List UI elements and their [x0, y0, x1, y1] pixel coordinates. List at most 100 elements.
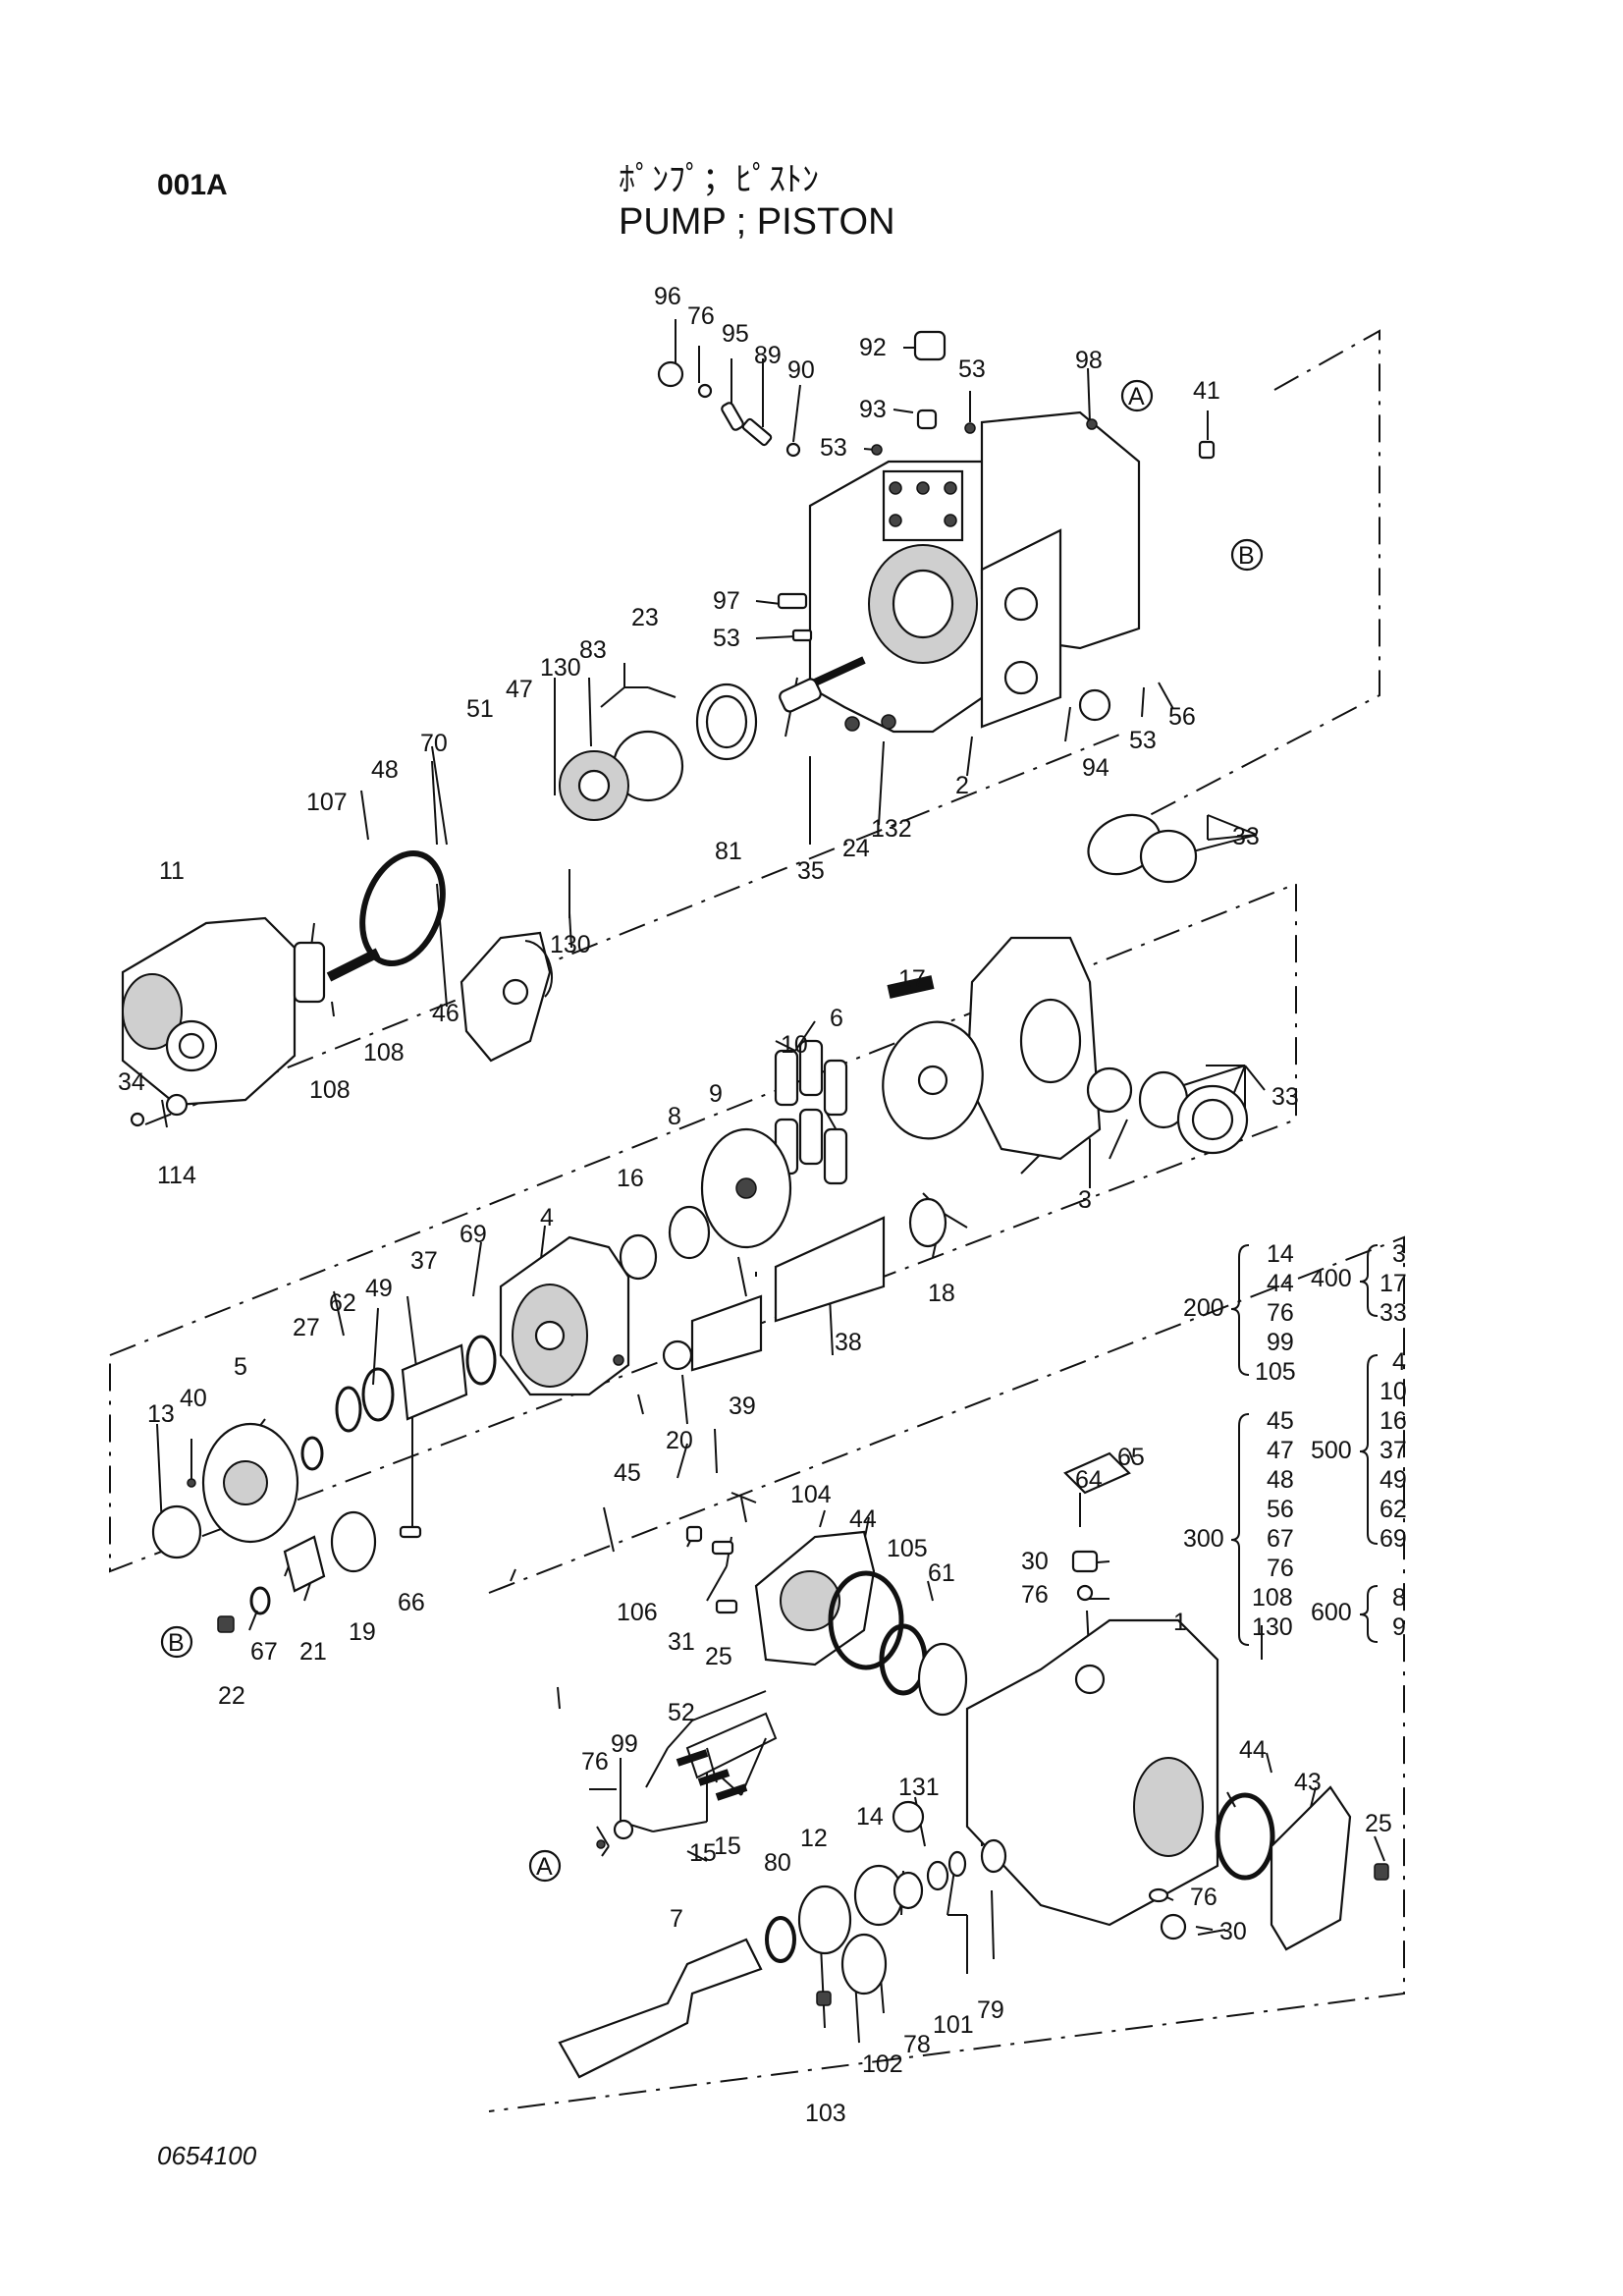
kit-item: 56 [1267, 1496, 1294, 1523]
callout: 130 [550, 931, 591, 958]
callout: 130 [540, 654, 581, 682]
group-boundaries [109, 329, 1405, 2112]
callout: 66 [398, 1589, 425, 1616]
callout: 67 [250, 1638, 278, 1666]
callout: 103 [805, 2100, 846, 2127]
kit-item: 17 [1380, 1270, 1407, 1297]
kit-item: 105 [1255, 1358, 1296, 1386]
callout: 53 [958, 355, 986, 383]
kit-label: 500 [1311, 1437, 1352, 1464]
callout: 78 [903, 2031, 931, 2058]
title-english: PUMP ; PISTON [619, 201, 895, 243]
kit-item: 45 [1267, 1407, 1294, 1435]
marker-a: A [1128, 383, 1145, 410]
callout: 99 [611, 1730, 638, 1758]
kit-item: 49 [1380, 1466, 1407, 1494]
callout: 93 [859, 396, 887, 423]
callout: 53 [1129, 727, 1157, 754]
marker-b: B [1238, 542, 1255, 570]
callout: 45 [614, 1459, 641, 1487]
callout: 108 [363, 1039, 405, 1066]
callout: 90 [787, 356, 815, 384]
callout: 131 [898, 1774, 940, 1801]
callout: 27 [293, 1314, 320, 1341]
kit-item: 108 [1252, 1584, 1293, 1612]
kit-item: 33 [1380, 1299, 1407, 1327]
callout: 18 [928, 1280, 955, 1307]
kit-label: 600 [1311, 1599, 1352, 1626]
callout: 76 [1021, 1581, 1049, 1609]
callout: 33 [1232, 823, 1260, 850]
callout: 97 [713, 587, 740, 615]
callout: 16 [617, 1165, 644, 1192]
callout: 102 [862, 2050, 903, 2078]
callout: 25 [1365, 1810, 1392, 1837]
callout: 101 [933, 2011, 974, 2039]
callout: 80 [764, 1849, 791, 1877]
callout: 2 [955, 772, 969, 799]
callout: 89 [754, 342, 782, 369]
callout: 107 [306, 789, 348, 816]
title-japanese: ﾎﾟﾝﾌﾟ；ﾋﾟｽﾄﾝ [619, 160, 819, 199]
part-shapes [121, 330, 1389, 2079]
callout: 56 [1168, 703, 1196, 731]
callout: 53 [713, 625, 740, 652]
callout: 114 [157, 1162, 196, 1189]
callout: 52 [668, 1699, 695, 1726]
callout: 44 [1239, 1736, 1267, 1764]
callout: 83 [579, 636, 607, 664]
callout: 79 [977, 1996, 1004, 2024]
callout: 10 [781, 1031, 808, 1059]
callout: 6 [830, 1005, 843, 1032]
callout: 11 [159, 857, 185, 885]
kit-item: 14 [1267, 1240, 1294, 1268]
kit-item: 130 [1252, 1613, 1293, 1641]
callout: 38 [835, 1329, 862, 1356]
callout: 33 [1271, 1083, 1299, 1111]
callout: 47 [506, 676, 533, 703]
callout: 20 [666, 1427, 693, 1454]
kit-item: 4 [1392, 1348, 1406, 1376]
callout: 17 [898, 965, 926, 993]
kit-item: 99 [1267, 1329, 1294, 1356]
callout: 104 [790, 1481, 832, 1508]
kit-item: 69 [1380, 1525, 1407, 1553]
kit-item: 62 [1380, 1496, 1407, 1523]
callout: 76 [581, 1748, 609, 1776]
callout: 25 [705, 1643, 732, 1670]
callout: 43 [1294, 1769, 1322, 1796]
kit-item: 76 [1267, 1299, 1294, 1327]
callout: 30 [1219, 1918, 1247, 1945]
marker-b: B [168, 1629, 185, 1657]
callout: 81 [715, 838, 742, 865]
callout: 69 [460, 1221, 487, 1248]
callout: 1 [1173, 1609, 1187, 1636]
callout: 41 [1193, 377, 1220, 405]
callout: 70 [420, 730, 448, 757]
kit-item: 10 [1380, 1378, 1407, 1405]
kit-item: 9 [1392, 1613, 1406, 1641]
kit-item: 44 [1267, 1270, 1294, 1297]
kit-label: 400 [1311, 1265, 1352, 1292]
callout: 39 [729, 1393, 756, 1420]
kit-label: 300 [1183, 1525, 1224, 1553]
callout: 34 [118, 1068, 145, 1096]
part-callouts: 96 76 95 89 90 92 53 98 41 93 53 97 53 2… [118, 283, 1392, 2127]
callout: 8 [668, 1103, 681, 1130]
callout: 132 [871, 815, 912, 843]
callout: 105 [887, 1535, 928, 1562]
kit-item: 47 [1267, 1437, 1294, 1464]
callout: 30 [1021, 1548, 1049, 1575]
callout: 108 [309, 1076, 351, 1104]
callout: 15 [714, 1832, 741, 1860]
callout: 51 [466, 695, 494, 723]
callout: 40 [180, 1385, 207, 1412]
callout: 37 [410, 1247, 438, 1275]
callout: 53 [820, 434, 847, 462]
callout: 35 [797, 857, 825, 885]
callout: 61 [928, 1559, 955, 1587]
callout: 94 [1082, 754, 1109, 782]
callout: 23 [631, 604, 659, 631]
callout: 19 [349, 1618, 376, 1646]
